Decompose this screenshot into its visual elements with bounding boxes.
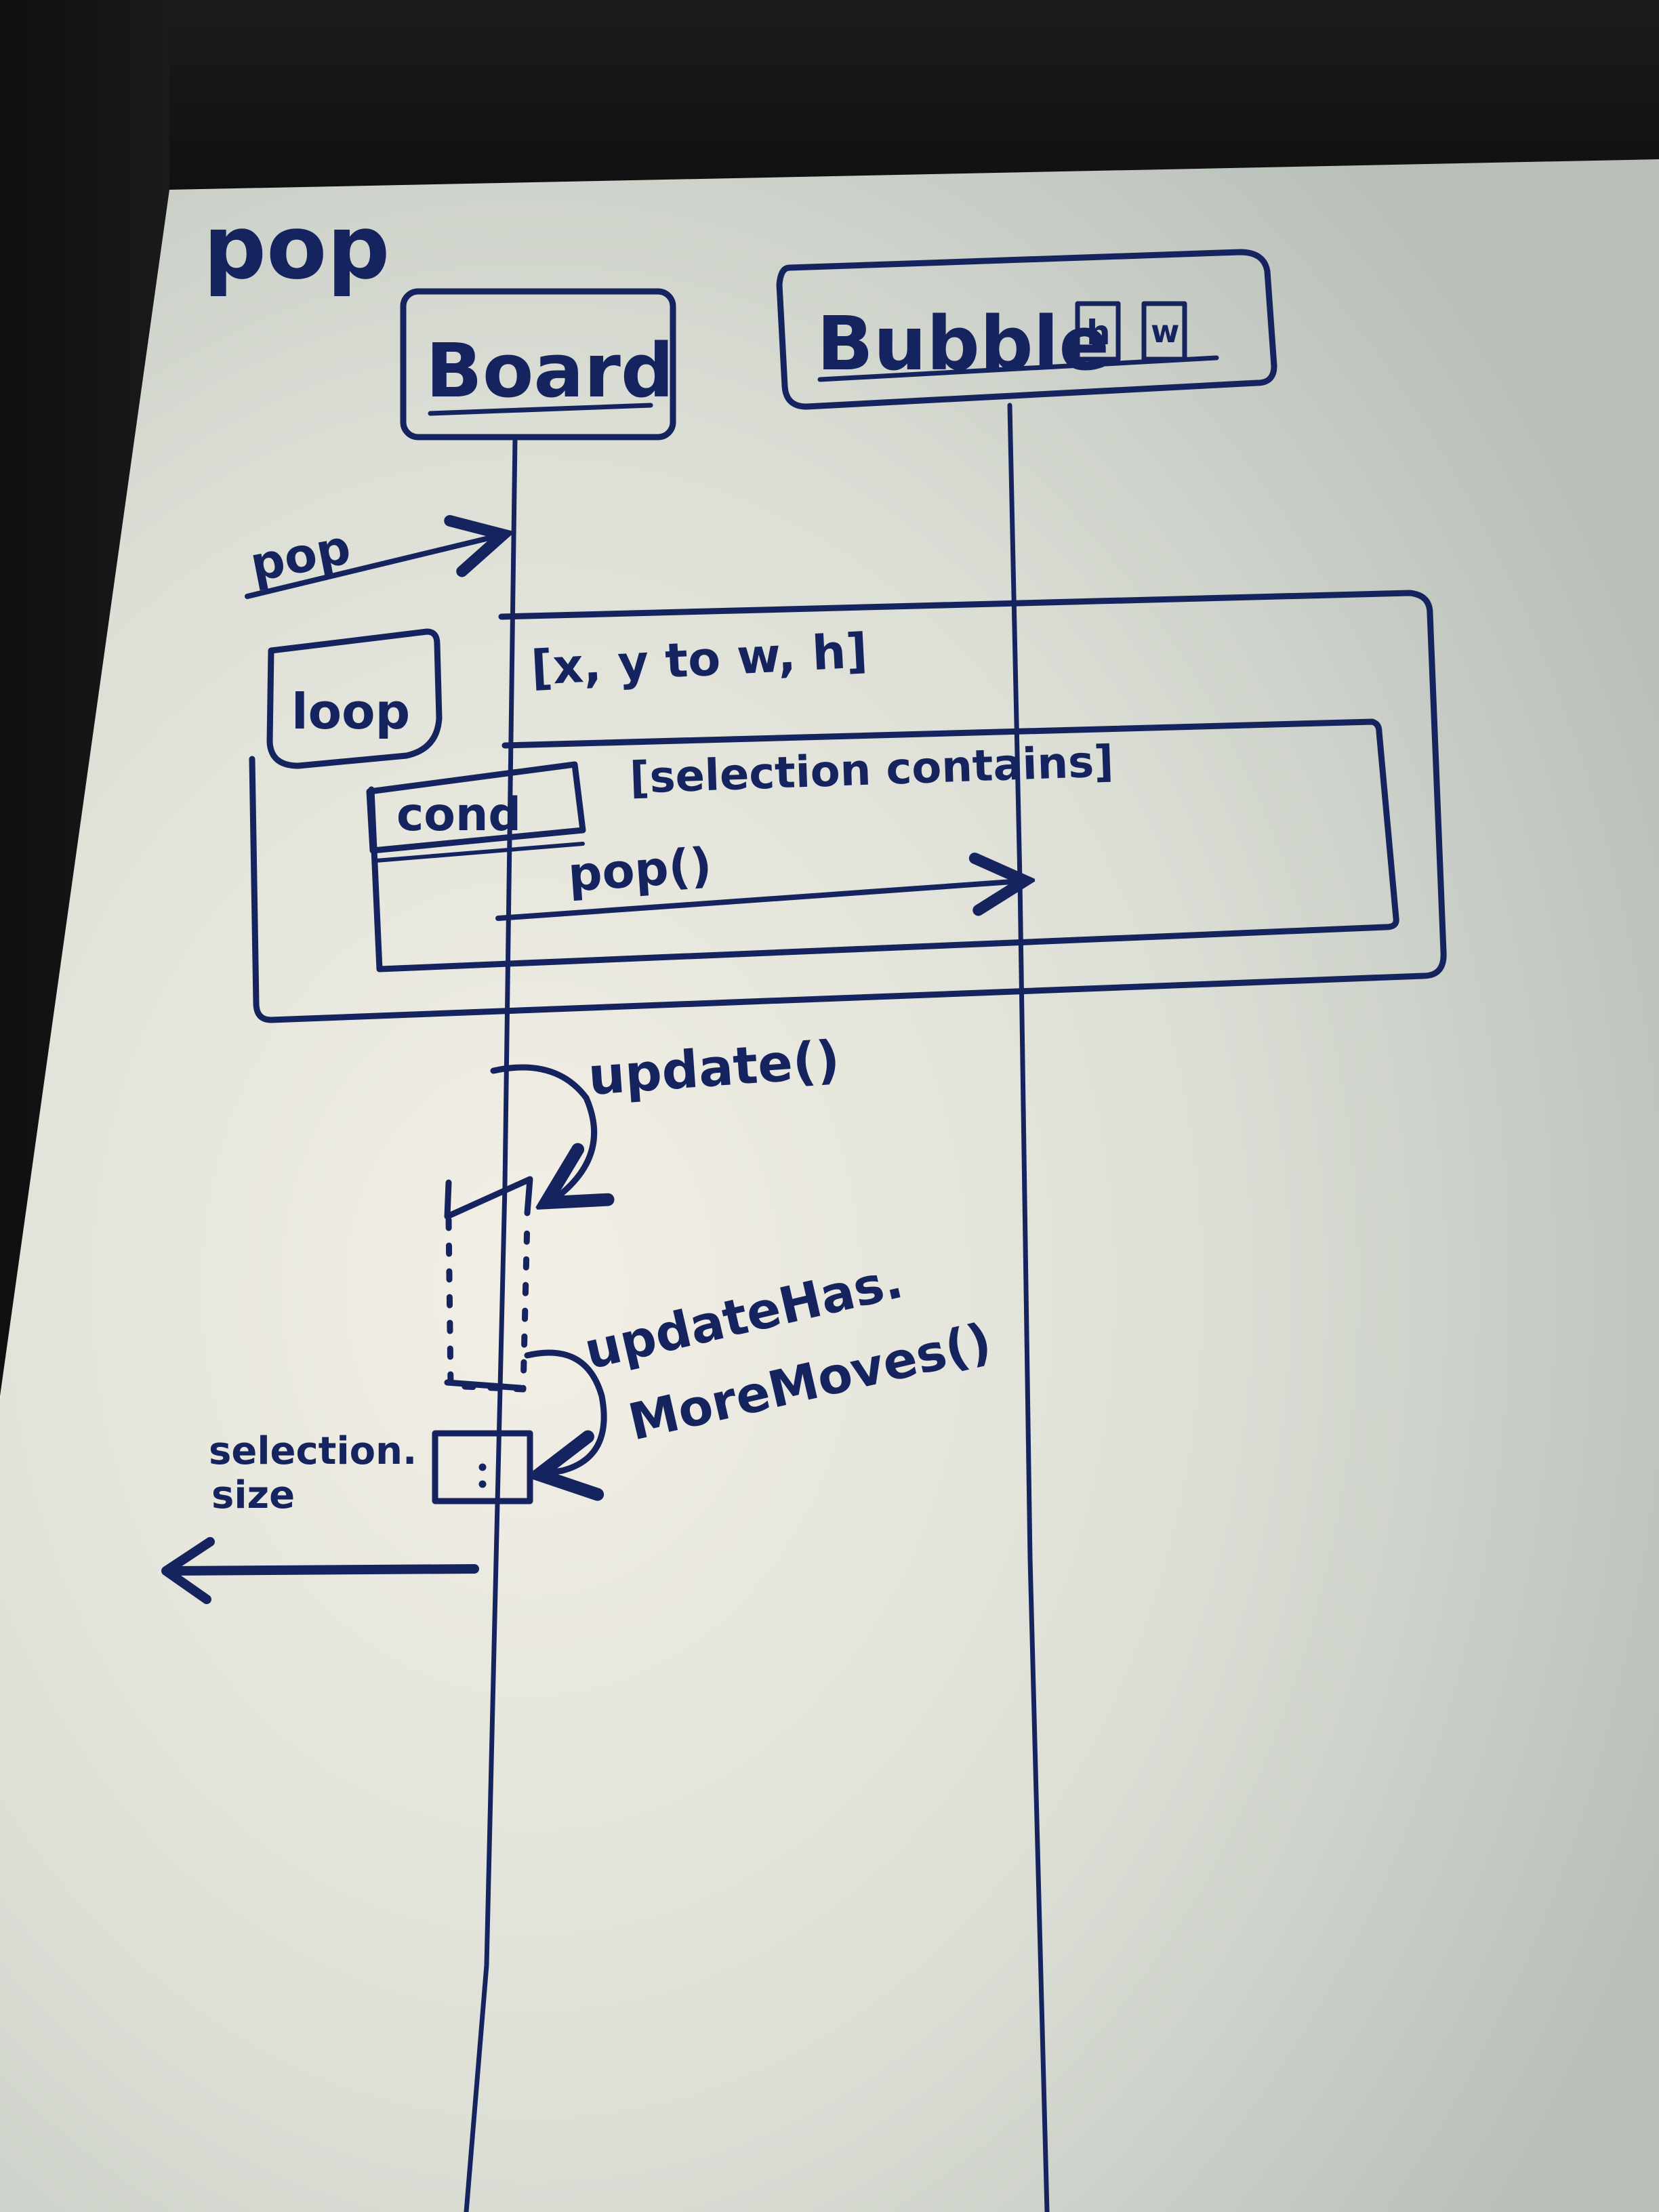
activation-update: [444, 1176, 533, 1393]
participant-board-label: Board: [426, 327, 674, 414]
message-return-line1: selection.: [209, 1429, 417, 1473]
activation-update-has-more-moves: [432, 1430, 533, 1504]
message-pop-call: pop(): [495, 837, 1022, 921]
message-return: selection. size: [161, 1429, 479, 1604]
bubble-index-w: w: [1151, 313, 1180, 350]
lifeline-bubble: [1007, 403, 1050, 2212]
message-pop-call-label: pop(): [566, 837, 713, 903]
diagram-title: pop: [203, 196, 390, 299]
lifeline-board: [464, 436, 518, 2212]
whiteboard-frame-top: [0, 0, 1659, 197]
whiteboard-surface: [0, 159, 1659, 2212]
fragment-cond-operator: cond: [396, 788, 521, 842]
bubble-index-h: h: [1086, 313, 1111, 352]
participant-board: Board: [400, 288, 676, 441]
participant-bubble: Bubble h w: [776, 249, 1277, 410]
fragment-loop-operator: loop: [291, 683, 410, 740]
message-return-line2: size: [211, 1473, 295, 1517]
